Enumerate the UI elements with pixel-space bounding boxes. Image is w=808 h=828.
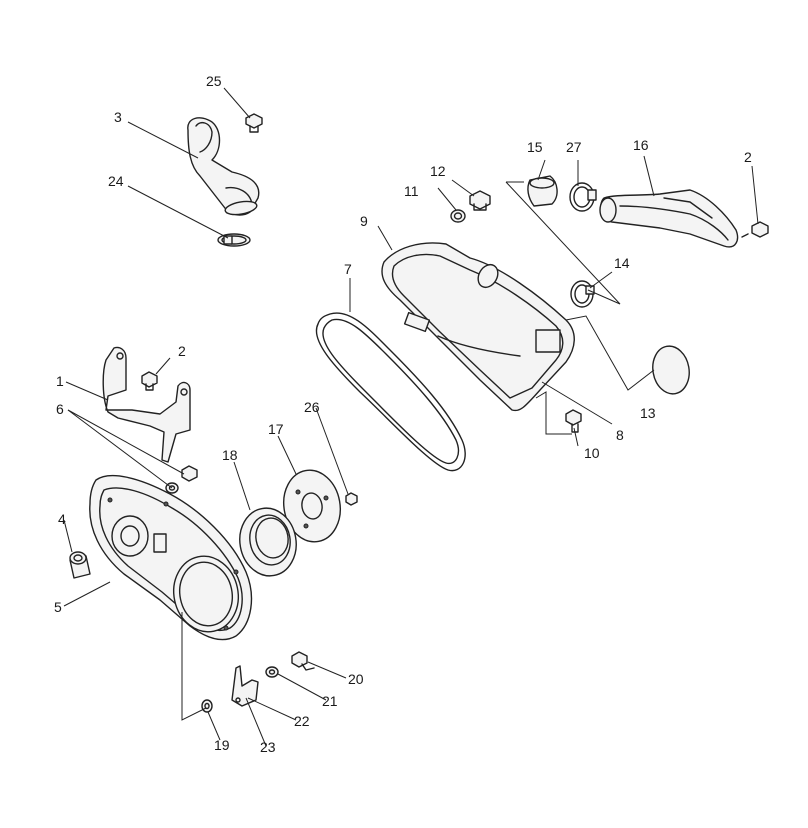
part-10-bolt — [565, 409, 582, 433]
part-19-washer — [201, 699, 213, 713]
part-21-washer — [265, 666, 279, 678]
part-14-clamp — [570, 280, 595, 308]
part-17-cover-plate — [283, 469, 341, 543]
callout-10: 10 — [584, 445, 600, 461]
part-5-inner-cover — [89, 474, 253, 641]
leader-lines — [63, 87, 759, 747]
part-26-screw — [345, 492, 358, 506]
callout-15: 15 — [527, 139, 543, 155]
part-2-bolt-upper — [741, 221, 769, 238]
part-16-outlet-duct — [599, 189, 739, 248]
part-4-bushing — [69, 551, 91, 579]
callout-19: 19 — [214, 737, 230, 753]
callout-labels: 25 3 24 15 27 16 2 12 11 9 14 7 2 1 6 13… — [54, 73, 752, 755]
callout-24: 24 — [108, 173, 124, 189]
part-7-drive-belt — [315, 312, 466, 472]
callout-6: 6 — [56, 401, 64, 417]
callout-17: 17 — [268, 421, 284, 437]
callout-9: 9 — [360, 213, 368, 229]
part-15-sleeve — [527, 175, 558, 207]
part-11-washer — [450, 209, 466, 223]
part-9-outer-cover — [381, 242, 575, 412]
callout-16: 16 — [633, 137, 649, 153]
callout-18: 18 — [222, 447, 238, 463]
callout-2-lower: 2 — [178, 343, 186, 359]
callout-22: 22 — [294, 713, 310, 729]
callout-4: 4 — [58, 511, 66, 527]
callout-2-upper: 2 — [744, 149, 752, 165]
callout-7: 7 — [344, 261, 352, 277]
callout-11: 11 — [404, 183, 419, 199]
part-1-bracket — [102, 346, 191, 463]
callout-1: 1 — [56, 373, 64, 389]
callout-13: 13 — [640, 405, 656, 421]
part-6-bolt-washer — [165, 465, 198, 494]
callout-23: 23 — [260, 739, 276, 755]
callout-12: 12 — [430, 163, 446, 179]
callout-25: 25 — [206, 73, 222, 89]
callout-14: 14 — [614, 255, 630, 271]
callout-27: 27 — [566, 139, 582, 155]
callout-21: 21 — [322, 693, 338, 709]
part-2-bolt-lower — [141, 371, 158, 391]
callout-8: 8 — [616, 427, 624, 443]
part-12-plug — [469, 190, 491, 211]
part-20-bolt — [291, 651, 315, 671]
part-22-bracket-clip — [231, 665, 259, 707]
callout-20: 20 — [348, 671, 364, 687]
part-18-seal-ring — [239, 507, 297, 577]
callout-5: 5 — [54, 599, 62, 615]
callout-26: 26 — [304, 399, 320, 415]
part-27-clamp — [569, 182, 597, 212]
callout-3: 3 — [114, 109, 122, 125]
part-13-gasket — [652, 345, 690, 395]
part-3-intake-duct — [187, 117, 260, 216]
